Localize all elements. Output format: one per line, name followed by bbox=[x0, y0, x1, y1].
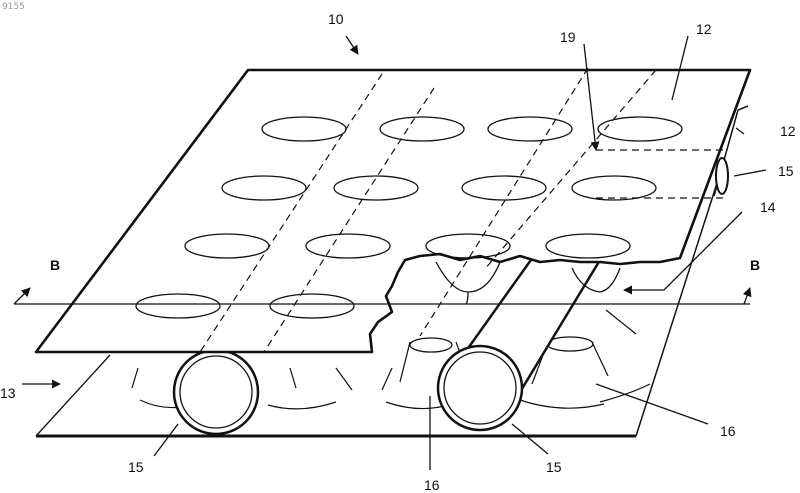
lower-dimple-opening bbox=[410, 338, 452, 352]
figure-id-text: 9155 bbox=[2, 2, 25, 12]
label-10: 10 bbox=[328, 11, 344, 27]
label-15-right: 15 bbox=[546, 459, 562, 475]
label-16-right: 16 bbox=[720, 423, 736, 439]
label-19: 19 bbox=[560, 29, 576, 45]
label-15-side: 15 bbox=[778, 163, 794, 179]
label-15-left: 15 bbox=[128, 459, 144, 475]
label-16-center: 16 bbox=[424, 477, 440, 493]
label-12-top: 12 bbox=[696, 21, 712, 37]
lower-dimple-opening bbox=[547, 337, 593, 351]
label-B-right: B bbox=[750, 257, 760, 273]
tube-left bbox=[174, 350, 258, 434]
tube-end-side bbox=[716, 158, 728, 194]
label-14: 14 bbox=[760, 199, 776, 215]
label-12-side: 12 bbox=[780, 123, 796, 139]
tube-right bbox=[438, 236, 600, 430]
upper-sheet bbox=[36, 70, 750, 352]
label-13: 13 bbox=[0, 385, 16, 401]
label-B-left: B bbox=[50, 257, 60, 273]
